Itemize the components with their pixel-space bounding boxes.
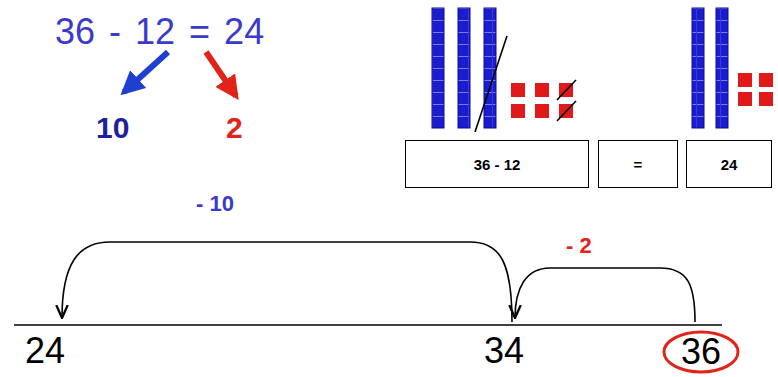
- equals-box: =: [598, 140, 678, 188]
- tick-number: 24: [25, 333, 65, 369]
- tens-rod: [716, 8, 728, 128]
- unit-cube: [738, 73, 752, 87]
- tick-number: 34: [484, 333, 524, 369]
- node-text: 24: [721, 157, 738, 172]
- number-line: [14, 324, 722, 326]
- tens-rod: [458, 8, 470, 128]
- jump-label: - 2: [566, 235, 592, 257]
- node-text: =: [634, 157, 643, 172]
- node-text: 36 - 12: [474, 157, 521, 172]
- split-arrow: [124, 52, 168, 92]
- circled-number: 36: [662, 330, 740, 374]
- part-number: 2: [226, 113, 243, 143]
- unit-cube: [511, 83, 525, 97]
- jump-arc: [62, 242, 512, 322]
- unit-cube: [535, 83, 549, 97]
- split-arrow: [206, 52, 236, 96]
- tens-rod: [432, 8, 444, 128]
- jump-arc: [515, 268, 695, 322]
- cross-out-line: [475, 36, 507, 132]
- unit-cube: [535, 104, 549, 118]
- expression-box: 36 - 12: [405, 140, 589, 188]
- tens-rod: [692, 8, 704, 128]
- unit-cube: [759, 73, 773, 87]
- unit-cube: [738, 92, 752, 106]
- unit-cube: [511, 104, 525, 118]
- tens-rod: [484, 8, 496, 128]
- base-ten-blocks: [432, 8, 576, 132]
- circle-outline: [664, 332, 738, 372]
- node-text: 36: [681, 334, 721, 370]
- jump-label: - 10: [196, 193, 234, 215]
- equation: 36 - 12 = 24: [55, 14, 264, 50]
- base-ten-blocks: [692, 8, 773, 128]
- unit-cube: [759, 92, 773, 106]
- answer-box: 24: [686, 140, 772, 188]
- cross-out-line: [557, 101, 576, 121]
- cross-out-line: [557, 80, 576, 100]
- part-number: 10: [96, 113, 129, 143]
